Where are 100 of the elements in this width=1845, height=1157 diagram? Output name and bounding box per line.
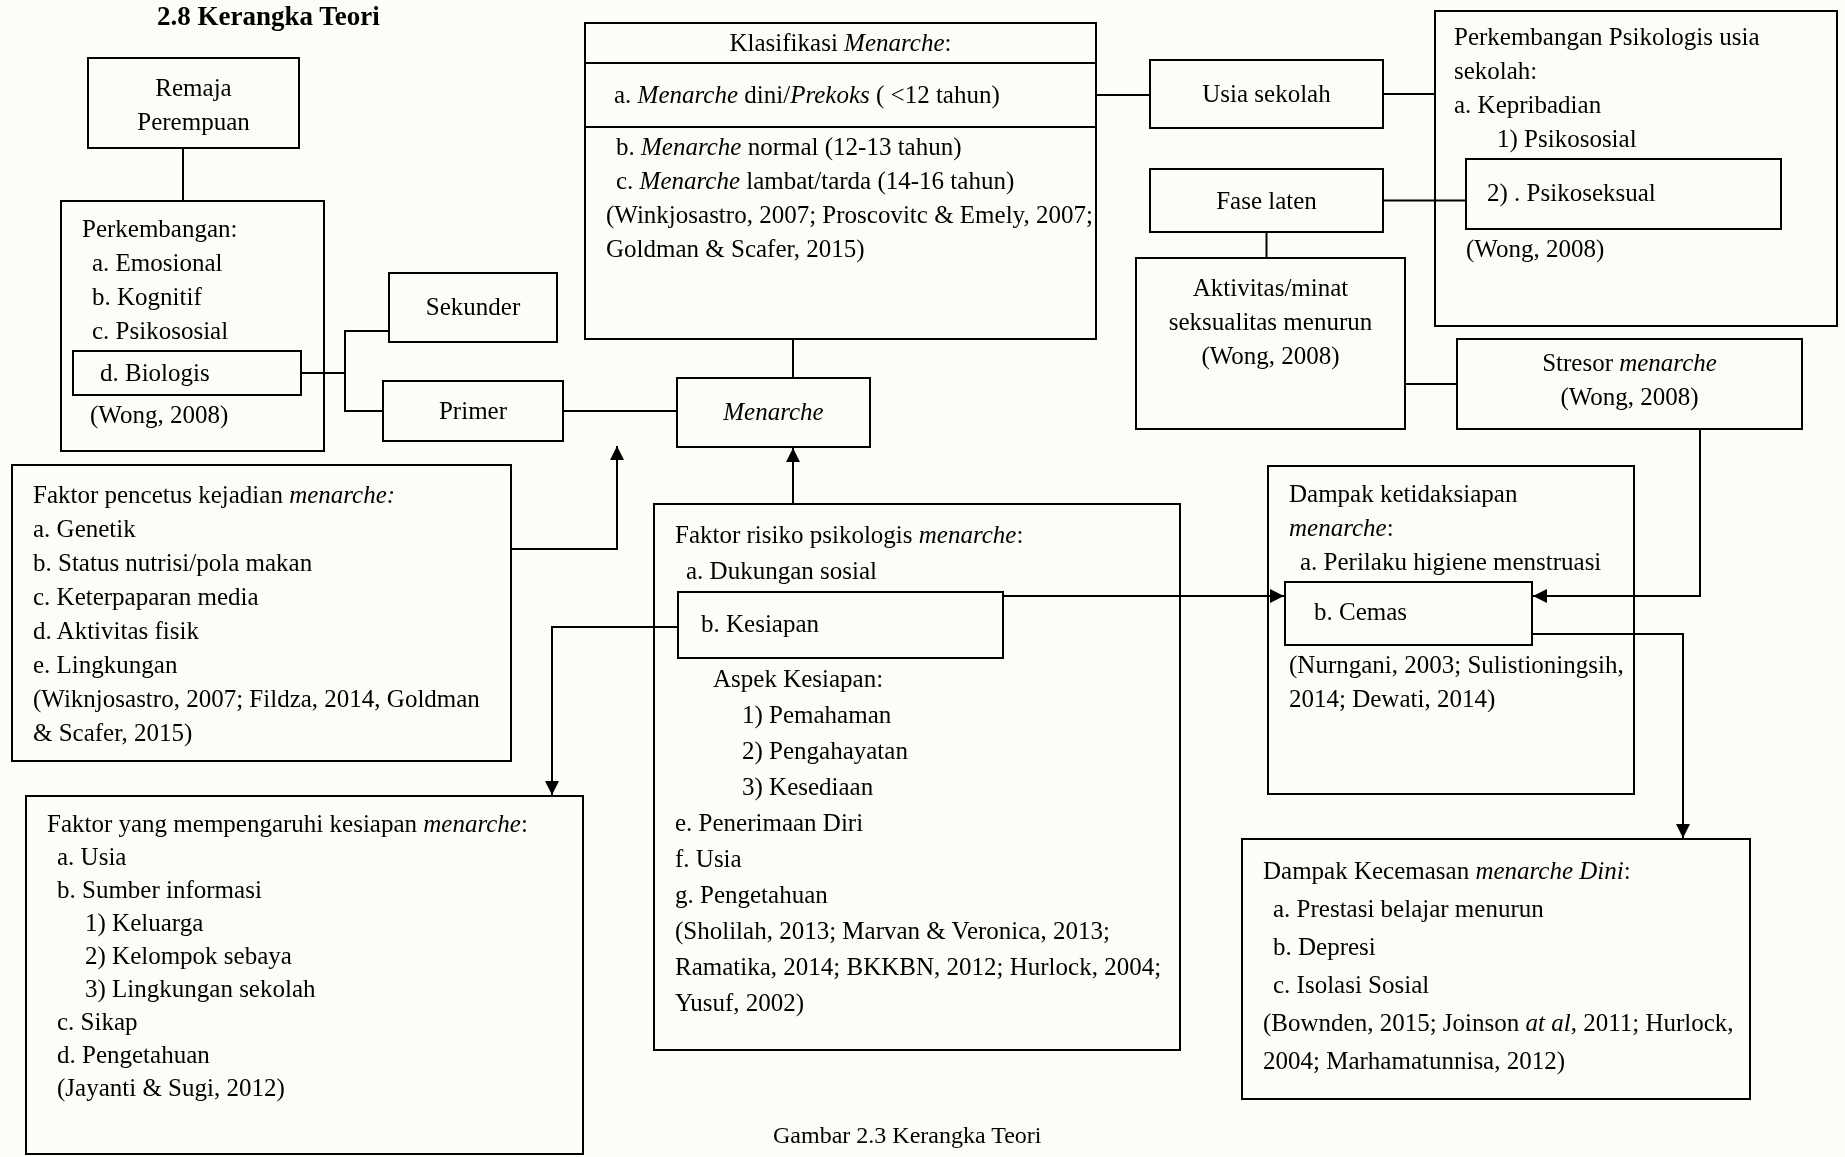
- connector-line: [792, 339, 794, 378]
- box-text: Perkembangan:: [82, 214, 239, 244]
- box-text: Aktivitas/minat seksualitas menurun: [1167, 273, 1374, 337]
- box-text: 2) Pengahayatan: [741, 736, 909, 767]
- concept-box: [677, 591, 1004, 659]
- box-text: (Bownden, 2015; Joinson at al, 2011; Hurlock, 2004; Marhamatunnisa, 2012): [1263, 1008, 1735, 1076]
- box-text: 2) . Psikoseksual: [1487, 178, 1657, 209]
- box-text: (Wong, 2008): [1559, 382, 1700, 413]
- box-text: e. Lingkungan: [33, 650, 179, 680]
- box-text: d. Biologis: [100, 358, 211, 388]
- box-text: b. Kognitif: [91, 282, 203, 312]
- box-text: c. Psikososial: [91, 316, 230, 346]
- box-text: b. Sumber informasi: [56, 875, 263, 905]
- box-text: a. Emosional: [91, 248, 224, 278]
- box-text: Faktor pencetus kejadian menarche:: [33, 480, 397, 510]
- box-text: a. Genetik: [33, 514, 137, 544]
- box-text: b. Kesiapan: [701, 609, 821, 639]
- concept-box: [1456, 338, 1803, 430]
- arrow: [786, 447, 800, 504]
- box-text: (Wiknjosastro, 2007; Fildza, 2014, Goldman & Scafer, 2015): [33, 684, 481, 748]
- box-text: 1) Psikososial: [1496, 124, 1638, 155]
- box-text: Primer: [437, 396, 508, 426]
- box-text: d. Aktivitas fisik: [33, 616, 200, 646]
- concept-box: [1465, 158, 1782, 230]
- heading: 2.8 Kerangka Teori: [157, 0, 380, 32]
- box-text: 1) Pemahaman: [741, 700, 893, 731]
- connector-line: [1383, 199, 1466, 202]
- connector-line: [563, 410, 677, 412]
- box-text: b. Depresi: [1272, 932, 1377, 962]
- box-text: Faktor risiko psikologis menarche:: [675, 520, 1025, 550]
- box-text: b. Cemas: [1314, 597, 1409, 627]
- box-text: (Wong, 2008): [1200, 341, 1341, 372]
- figure-caption: Gambar 2.3 Kerangka Teori: [773, 1121, 1042, 1150]
- connector-line: [1405, 383, 1457, 385]
- box-text: b. Status nutrisi/pola makan: [33, 548, 314, 578]
- concept-box: [1149, 168, 1384, 233]
- box-text: b. Menarche normal (12-13 tahun): [615, 132, 963, 163]
- box-text: Dampak ketidaksiapan menarche:: [1289, 479, 1519, 543]
- box-text: a. Kepribadian: [1454, 90, 1603, 120]
- box-text: (Sholilah, 2013; Marvan & Veronica, 2013; Ramatika, 2014; BKKBN, 2012; Hurlock, 2004; Yusuf, 2002): [675, 916, 1163, 1018]
- box-text: c. Sikap: [56, 1007, 139, 1037]
- concept-box: [1135, 257, 1406, 430]
- box-text: Dampak Kecemasan menarche Dini:: [1263, 856, 1632, 886]
- concept-box: [676, 377, 871, 448]
- box-text: a. Prestasi belajar menurun: [1272, 894, 1545, 924]
- box-text: 1) Keluarga: [84, 908, 205, 939]
- box-text: (Wong, 2008): [89, 400, 230, 431]
- connector-line: [1383, 93, 1435, 95]
- connector-line: [301, 372, 383, 412]
- box-text: c. Isolasi Sosial: [1272, 970, 1431, 1000]
- concept-box: [1267, 465, 1635, 795]
- connector-line: [1094, 94, 1150, 96]
- box-text: Stresor menarche: [1541, 348, 1718, 378]
- box-text: e. Penerimaan Diri: [675, 808, 865, 838]
- box-text: Usia sekolah: [1201, 79, 1332, 109]
- concept-box: [1149, 59, 1384, 129]
- box-text: c. Keterpaparan media: [33, 582, 260, 612]
- box-text: a. Usia: [56, 842, 128, 872]
- arrow: [1532, 633, 1690, 839]
- arrow: [1532, 429, 1701, 603]
- box-text: c. Menarche lambat/tarda (14-16 tahun): [615, 166, 1016, 197]
- box-text: (Nurngani, 2003; Sulistioningsih, 2014; Dewati, 2014): [1289, 650, 1625, 714]
- connector-line: [182, 148, 184, 201]
- concept-box: [25, 795, 584, 1155]
- box-text: d. Pengetahuan: [56, 1040, 211, 1070]
- concept-box: [586, 62, 1095, 128]
- box-text: (Wong, 2008): [1465, 234, 1606, 265]
- concept-box: [11, 464, 512, 762]
- box-text: (Jayanti & Sugi, 2012): [56, 1073, 286, 1104]
- concept-box: [87, 57, 300, 149]
- concept-box: [584, 22, 1097, 340]
- box-text: 3) Lingkungan sekolah: [84, 974, 317, 1005]
- box-text: Remaja Perempuan: [136, 73, 251, 137]
- concept-box: [60, 200, 325, 452]
- concept-box: [1284, 581, 1533, 646]
- arrow: [545, 626, 678, 796]
- box-text: g. Pengetahuan: [675, 880, 829, 910]
- box-text: Fase laten: [1215, 186, 1318, 216]
- box-text: Sekunder: [424, 292, 522, 322]
- concept-box: [382, 380, 564, 442]
- concept-box: [72, 350, 302, 396]
- box-text: a. Dukungan sosial: [685, 556, 878, 586]
- box-text: Klasifikasi Menarche:: [728, 28, 953, 58]
- arrow: [511, 445, 624, 550]
- concept-box: [1434, 10, 1838, 327]
- box-text: a. Menarche dini/Prekoks ( <12 tahun): [614, 80, 1001, 111]
- concept-box: [653, 503, 1181, 1051]
- box-text: Aspek Kesiapan:: [712, 664, 885, 694]
- box-text: 3) Kesediaan: [741, 772, 875, 803]
- concept-box: [388, 272, 558, 343]
- box-text: Faktor yang mempengaruhi kesiapan menarche:: [47, 809, 529, 839]
- box-text: (Winkjosastro, 2007; Proscovitc & Emely, 2007; Goldman & Scafer, 2015): [605, 200, 1094, 265]
- box-text: a. Perilaku higiene menstruasi: [1299, 547, 1603, 577]
- box-text: Menarche: [722, 397, 825, 427]
- box-text: Perkembangan Psikologis usia sekolah:: [1454, 22, 1761, 86]
- box-text: f. Usia: [675, 844, 743, 874]
- concept-box: [1241, 838, 1751, 1100]
- arrow: [1003, 589, 1285, 603]
- box-text: 2) Kelompok sebaya: [84, 941, 293, 972]
- connector-line: [1265, 232, 1268, 258]
